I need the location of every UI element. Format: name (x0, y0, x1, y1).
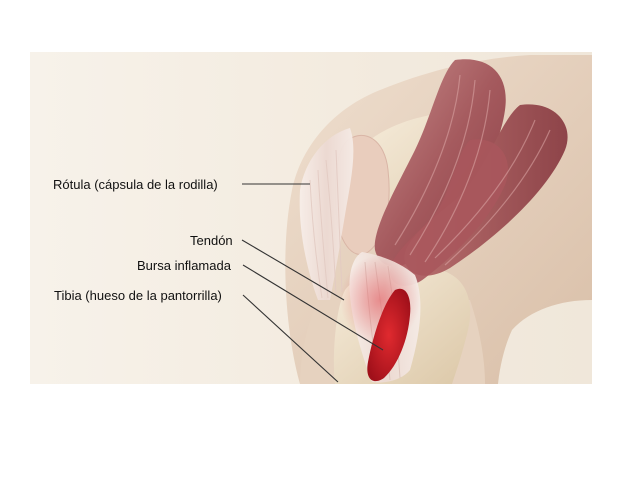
leader-lines (241, 183, 384, 383)
leader-line-bursa (242, 264, 384, 351)
quadriceps-tendon (299, 128, 354, 300)
label-tibia: Tibia (hueso de la pantorrilla) (54, 288, 222, 303)
inflamed-bursa (367, 288, 411, 382)
label-rotula: Rótula (cápsula de la rodilla) (53, 177, 218, 192)
leader-line-tibia (242, 294, 339, 383)
leader-line-tendon (241, 239, 345, 301)
label-tendon: Tendón (190, 233, 233, 248)
muscle-lower (389, 139, 509, 286)
label-bursa-inflamada: Bursa inflamada (137, 258, 231, 273)
muscle-upper (374, 59, 506, 267)
muscle-striations (394, 74, 551, 266)
